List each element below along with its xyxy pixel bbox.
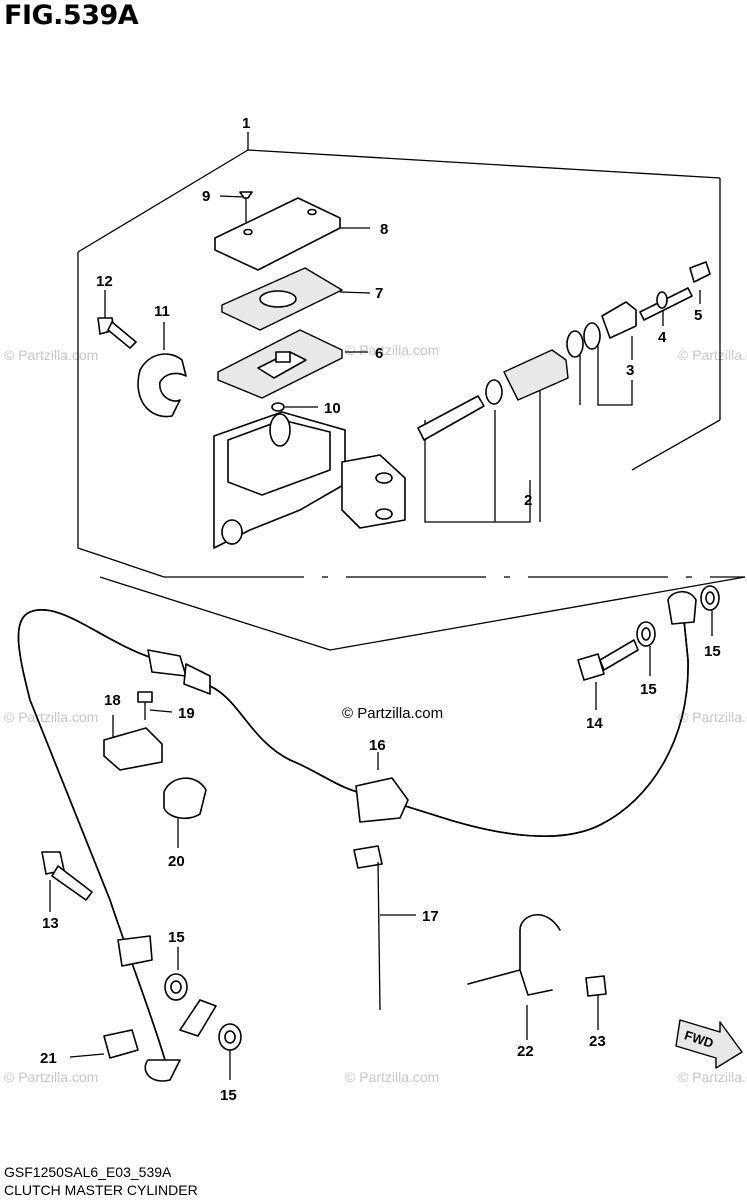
part-8-reservoir-cap [214,197,341,271]
callout-21: 21 [40,1050,57,1067]
callout-7: 7 [375,285,383,302]
figure-title: FIG.539A [4,0,139,31]
watermark-text: © Partzilla.com [678,709,747,725]
clutch-hose-right [599,619,689,826]
figure-code: GSF1250SAL6_E03_539A [4,1164,172,1180]
part-18-clamp [103,727,163,771]
callout-22: 22 [517,1043,534,1060]
part-10-o-ring [271,402,285,412]
callout-19: 19 [178,705,195,722]
watermarks: © Partzilla.com © Partzilla.com © Partzi… [4,342,747,1085]
callout-9: 9 [202,188,210,205]
callout-3: 3 [626,362,634,379]
part-3-boot [601,301,637,339]
watermark-text-center: © Partzilla.com [342,705,443,722]
watermark-text: © Partzilla.com [4,347,98,363]
callout-4: 4 [658,329,667,346]
watermark-text: © Partzilla.com [678,1069,747,1085]
callout-10: 10 [324,400,341,417]
master-cylinder-parts [97,191,711,549]
part-2-spring [417,395,485,441]
callout-5: 5 [694,307,702,324]
callout-13: 13 [42,915,59,932]
hose-parts [17,590,697,1082]
part-3-ring [566,330,584,358]
callout-6: 6 [375,345,383,362]
part-14-banjo-bolt [577,653,605,681]
part-11-holder [137,353,187,418]
part-5-nut [689,261,711,283]
watermark-text: © Partzilla.com [4,1069,98,1085]
callout-1: 1 [242,115,250,132]
part-23-bolt [585,975,607,997]
fwd-arrow-icon [675,1019,743,1069]
callout-15: 15 [704,643,721,660]
part-21-clip [103,1029,139,1059]
watermark-text: © Partzilla.com [345,342,439,358]
callout-23: 23 [589,1033,606,1050]
callout-8: 8 [380,221,388,238]
callout-16: 16 [369,737,386,754]
figure-name: CLUTCH MASTER CYLINDER [4,1182,198,1198]
callout-2: 2 [524,492,532,509]
callouts: 1 2 3 4 5 6 7 8 9 10 11 12 13 14 15 15 1… [40,115,721,1104]
callout-15: 15 [220,1087,237,1104]
part-9-screw [239,191,253,199]
callout-18: 18 [104,692,121,709]
callout-12: 12 [96,273,113,290]
part-2-seal [485,379,503,405]
watermark-text: © Partzilla.com [678,347,747,363]
part-2-piston [503,349,569,401]
part-19-bolt [137,691,153,703]
watermark-text: © Partzilla.com [345,1069,439,1085]
part-22-bracket [467,913,561,996]
part-17-cable-tie [353,845,383,869]
callout-17: 17 [422,908,439,925]
small-parts: FWD [41,585,743,1069]
callout-15: 15 [168,929,185,946]
part-3-circlip [583,322,601,350]
leader-lines [49,132,713,1080]
part-20-clip [163,777,207,820]
callout-14: 14 [586,715,603,732]
assembly-boundary [77,149,746,651]
callout-15: 15 [640,681,657,698]
part-16-clamp [355,777,409,823]
callout-11: 11 [154,303,170,320]
watermark-text: © Partzilla.com [4,709,98,725]
callout-20: 20 [168,853,185,870]
